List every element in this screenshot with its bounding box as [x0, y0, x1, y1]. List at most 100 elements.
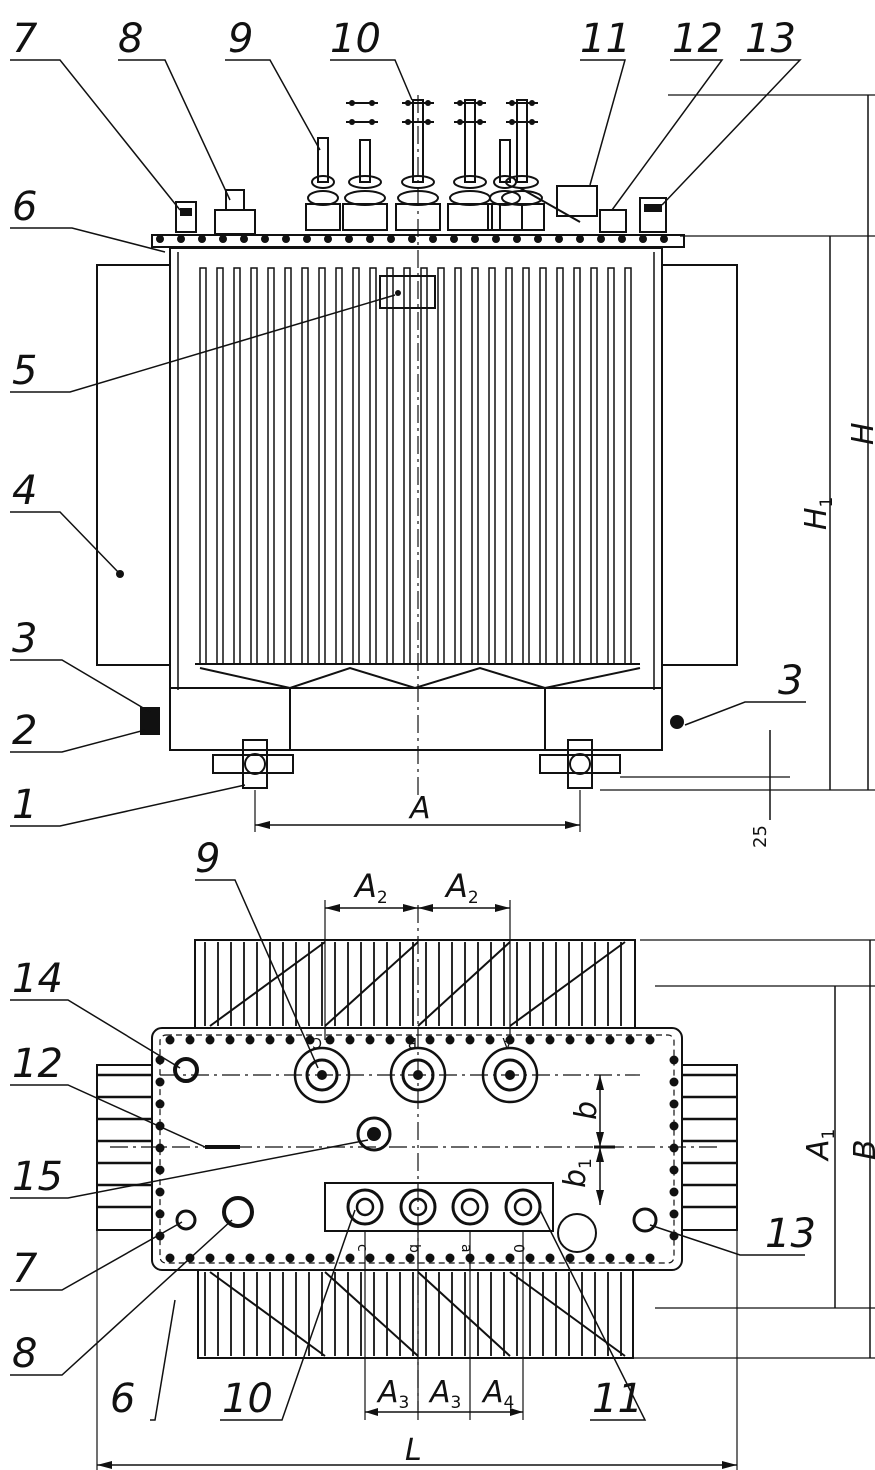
- plan-bolt: [155, 1165, 165, 1175]
- plan-bolt: [305, 1253, 315, 1263]
- phase-letters: C B A c b a 0: [312, 1034, 526, 1253]
- plan-bolt: [425, 1253, 435, 1263]
- plan-bolt: [285, 1035, 295, 1045]
- cover-bolt: [387, 235, 395, 243]
- base-frame: [169, 687, 663, 751]
- dim-a4-label: A4: [481, 1375, 514, 1413]
- plan-bolt: [525, 1035, 535, 1045]
- plan-bolt: [165, 1253, 175, 1263]
- plan-bolt: [155, 1077, 165, 1087]
- cooling-fin: [250, 267, 258, 665]
- plan-bolt: [325, 1253, 335, 1263]
- phase-lv-b: b: [406, 1244, 422, 1253]
- plan-bolt: [155, 1055, 165, 1065]
- terminal-nut: [529, 100, 535, 106]
- cooling-fin: [471, 267, 479, 665]
- callout-9-front: 9: [228, 16, 253, 62]
- callout-10-front: 10: [330, 16, 381, 62]
- cooling-fin: [539, 267, 547, 665]
- cooling-fin: [199, 267, 207, 665]
- cover-bolt: [576, 235, 584, 243]
- plan-bolt: [625, 1253, 635, 1263]
- terminal-nut: [349, 100, 355, 106]
- plan-bolt: [485, 1253, 495, 1263]
- terminal-nut: [509, 100, 515, 106]
- dim-b-label: b: [569, 1101, 604, 1120]
- bushing-stem: [317, 137, 329, 183]
- plan-bolt: [545, 1035, 555, 1045]
- plan-callouts: 9 14 12 15 7 8 6 10 11 13: [12, 836, 816, 1422]
- plan-bolt: [445, 1035, 455, 1045]
- cooling-fin: [573, 267, 581, 665]
- cover-bolt: [555, 235, 563, 243]
- side-radiators: [96, 1064, 738, 1231]
- terminal-nut: [425, 119, 431, 125]
- plan-bolt: [345, 1253, 355, 1263]
- plan-bolt: [155, 1099, 165, 1109]
- plan-bolt: [565, 1035, 575, 1045]
- cover-bolts: [156, 235, 668, 243]
- plan-bolt: [385, 1253, 395, 1263]
- bushing-stem: [359, 139, 371, 183]
- dim-a2-left-label: A2: [353, 867, 388, 908]
- plan-bolt: [605, 1253, 615, 1263]
- cover-bolt: [597, 235, 605, 243]
- plan-bolt: [545, 1253, 555, 1263]
- lv-bushing-outer: [399, 1188, 437, 1226]
- cooling-fin: [420, 267, 428, 665]
- cover-bolt: [450, 235, 458, 243]
- hv-bushing-core: [413, 1070, 423, 1080]
- bushings: [305, 99, 545, 231]
- plan-bolt: [505, 1253, 515, 1263]
- terminal-nut: [405, 100, 411, 106]
- phase-hv-b: B: [407, 1034, 417, 1050]
- plan-bolt: [265, 1035, 275, 1045]
- callout-3-front-left: 3: [12, 616, 37, 662]
- callout-15-plan: 15: [12, 1154, 63, 1200]
- component-11: [557, 1213, 597, 1253]
- cover-bolt: [282, 235, 290, 243]
- phase-lv-a: a: [458, 1244, 474, 1253]
- plan-bolt: [669, 1165, 679, 1175]
- bushing-shed: [453, 175, 487, 189]
- terminal-nut: [369, 100, 375, 106]
- terminal-nut: [405, 119, 411, 125]
- bushing-shed: [401, 175, 435, 189]
- hv-bushings: [293, 1046, 539, 1104]
- terminal-nut: [425, 100, 431, 106]
- dim-a3-right-label: A3: [428, 1375, 461, 1413]
- callout-7-plan: 7: [12, 1246, 38, 1292]
- bushing-stem: [499, 139, 511, 183]
- plan-bolt: [565, 1253, 575, 1263]
- cooling-fin: [488, 267, 496, 665]
- callout-14-plan: 14: [12, 956, 63, 1002]
- cover-bolt: [408, 235, 416, 243]
- lv-bushing-outer: [346, 1188, 384, 1226]
- callout-2-front: 2: [12, 708, 37, 754]
- plan-bolt: [669, 1187, 679, 1197]
- cooling-fin: [386, 267, 394, 665]
- plan-brace: [324, 1271, 419, 1357]
- plan-bolt: [245, 1035, 255, 1045]
- cooling-fin: [352, 267, 360, 665]
- phase-hv-c: C: [312, 1034, 322, 1050]
- wheel-left: [212, 739, 294, 789]
- cooling-fin: [369, 267, 377, 665]
- dim-a1-label: A1: [801, 1129, 839, 1162]
- callout-6-front: 6: [12, 184, 37, 230]
- plan-bolt: [405, 1253, 415, 1263]
- bushing-shed: [397, 190, 439, 206]
- cooling-fin: [335, 267, 343, 665]
- component-13: [632, 1207, 658, 1233]
- phase-lv-c: c: [354, 1244, 370, 1252]
- callout-12-front: 12: [672, 16, 723, 62]
- hv-bushing-core: [505, 1070, 515, 1080]
- plan-bolt: [365, 1035, 375, 1045]
- hv-bushing-outer: [293, 1046, 351, 1104]
- dim-b-width-label: B: [848, 1139, 875, 1160]
- plan-bolt: [605, 1035, 615, 1045]
- bushing-shed: [493, 175, 517, 189]
- plan-bolt: [445, 1253, 455, 1263]
- plan-leaders: [10, 879, 805, 1421]
